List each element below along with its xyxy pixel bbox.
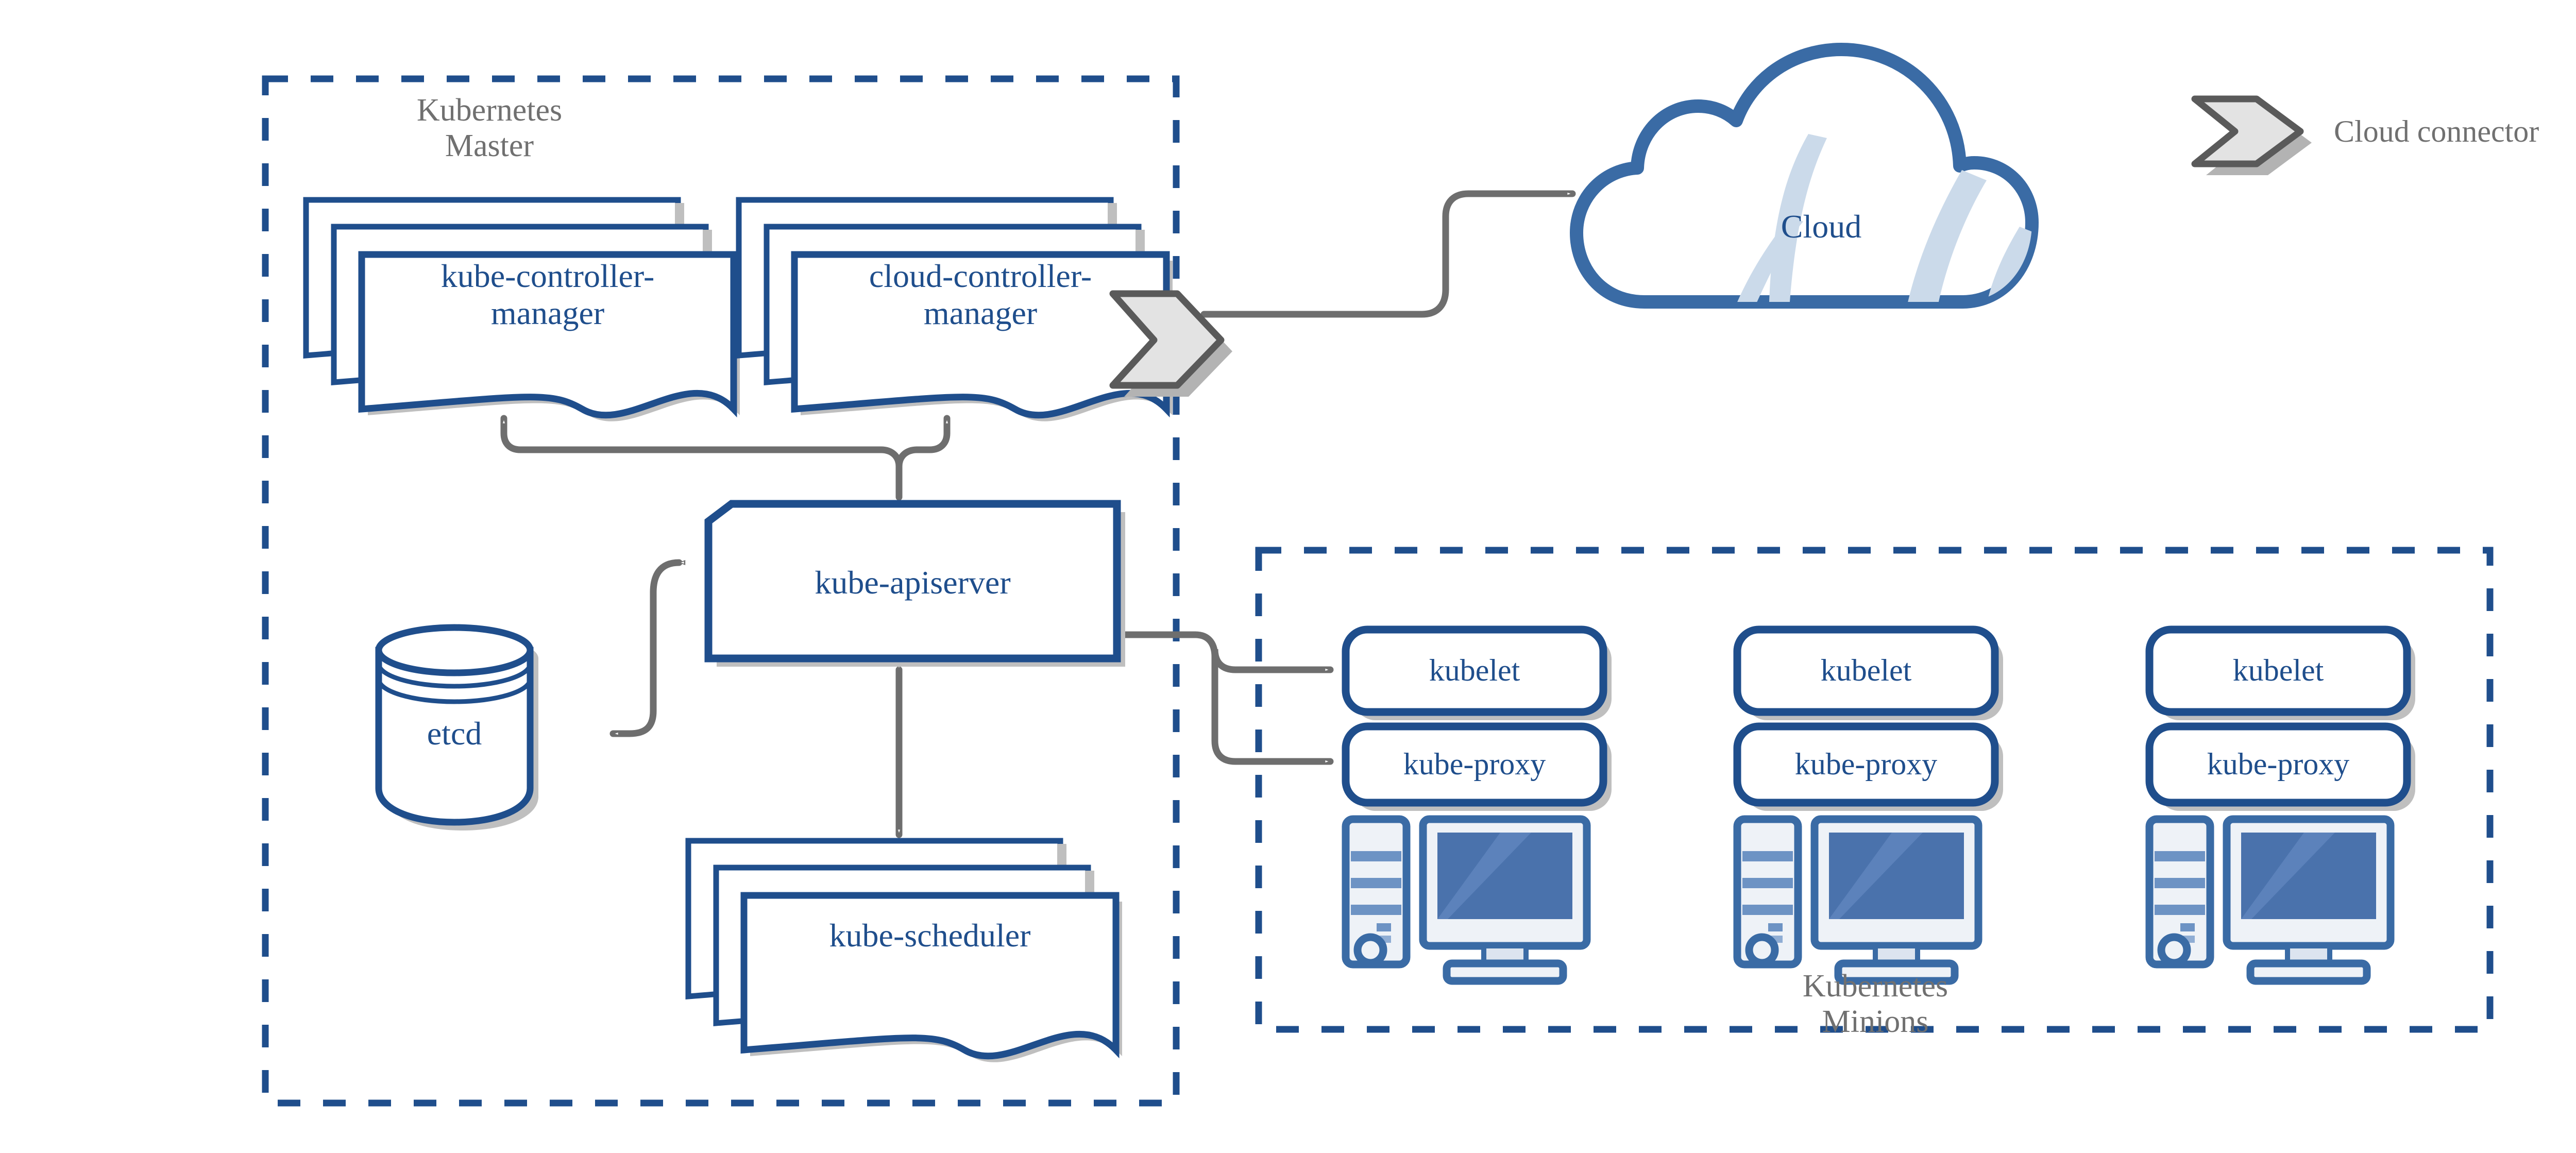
kubelet-box-2 (1733, 625, 1999, 716)
connector-apiserver-to-etcd (609, 559, 686, 737)
cloud-connector-icon-inline (1109, 290, 1232, 397)
shape-kube-scheduler[interactable] (685, 838, 1122, 1062)
shape-kube-controller-manager[interactable] (303, 197, 740, 421)
minion-node-2[interactable] (1733, 625, 2003, 985)
computer-tower-and-monitor-icon-1 (1342, 815, 1591, 985)
kubelet-box-1 (1342, 625, 1607, 716)
connector-apiserver-to-minion-kubelet (1104, 631, 1334, 673)
connector-layer (500, 190, 1576, 838)
connector-apiserver-to-cloud-controller (895, 415, 951, 470)
kubelet-box-3 (2145, 625, 2411, 716)
shape-cloud[interactable] (1570, 43, 2040, 309)
group-boundary-master (262, 75, 1180, 1107)
shape-etcd[interactable] (375, 624, 538, 830)
cloud-accent-shapes (1734, 134, 2032, 302)
connector-apiserver-to-controllers (500, 415, 903, 501)
kubeproxy-box-3 (2145, 722, 2411, 807)
shape-kube-apiserver[interactable] (704, 500, 1125, 667)
shape-cloud-controller-manager[interactable] (736, 197, 1173, 421)
computer-tower-and-monitor-icon-3 (2145, 815, 2395, 985)
minion-node-1[interactable] (1342, 625, 1612, 985)
kubeproxy-box-2 (1733, 722, 1999, 807)
group-boundary-minions (1255, 547, 2494, 1033)
computer-tower-and-monitor-icon-2 (1733, 815, 1982, 985)
kubeproxy-box-1 (1342, 722, 1607, 807)
connector-cloud-controller-to-cloud (1200, 190, 1576, 318)
connector-apiserver-to-minion-kubeproxy (1211, 653, 1334, 765)
minion-node-3[interactable] (2145, 625, 2415, 985)
legend-chevron-connector-icon (2191, 95, 2312, 175)
